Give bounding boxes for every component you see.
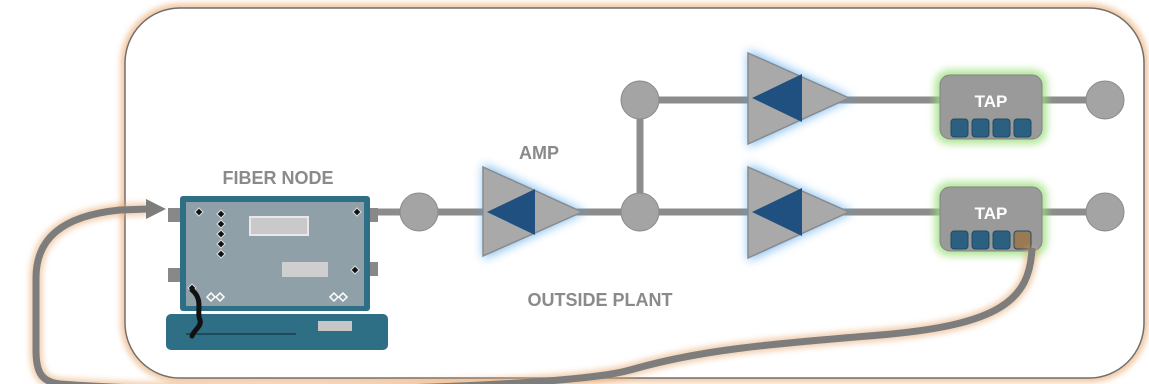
amplifier-main [482, 164, 585, 259]
node-port-pairs [205, 291, 349, 303]
splice-circle-branch-lower [620, 192, 660, 232]
tap-lower-ports [950, 230, 1032, 250]
node-patch-cord [189, 287, 203, 339]
tap-port [950, 118, 969, 138]
node-display [249, 216, 309, 236]
node-connector [168, 268, 182, 282]
tap-port [950, 230, 969, 250]
tap-upper-ports [950, 118, 1032, 138]
amplifier-lower [747, 164, 852, 261]
tap-port [992, 230, 1011, 250]
node-connector [168, 208, 182, 222]
tap-lower-label: TAP [975, 204, 1008, 223]
tap-lower: TAP [935, 182, 1047, 256]
cable-nodes [399, 80, 1125, 232]
splice-circle-node-out [399, 192, 439, 232]
terminator-circle-lower [1085, 192, 1125, 232]
fiber-node-device [166, 196, 388, 350]
tap-upper: TAP [935, 70, 1047, 144]
tap-port [992, 118, 1011, 138]
tap-upper-label: TAP [975, 92, 1008, 111]
node-module [282, 262, 328, 277]
tap-port [971, 230, 990, 250]
node-connector [368, 208, 378, 222]
tap-port-connected [1013, 230, 1032, 250]
fiber-node-label: FIBER NODE [222, 168, 333, 188]
tap-port [971, 118, 990, 138]
outside-plant-label: OUTSIDE PLANT [527, 290, 672, 310]
loop-cable [29, 199, 1039, 384]
amplifier-upper [747, 50, 852, 147]
tap-port [1013, 118, 1032, 138]
node-connector [368, 262, 378, 276]
loop-cable-arrowhead [146, 199, 166, 219]
amp-label: AMP [519, 143, 559, 163]
terminator-circle-upper [1085, 80, 1125, 120]
node-base-slot [318, 321, 352, 331]
splice-circle-branch-upper [620, 80, 660, 120]
